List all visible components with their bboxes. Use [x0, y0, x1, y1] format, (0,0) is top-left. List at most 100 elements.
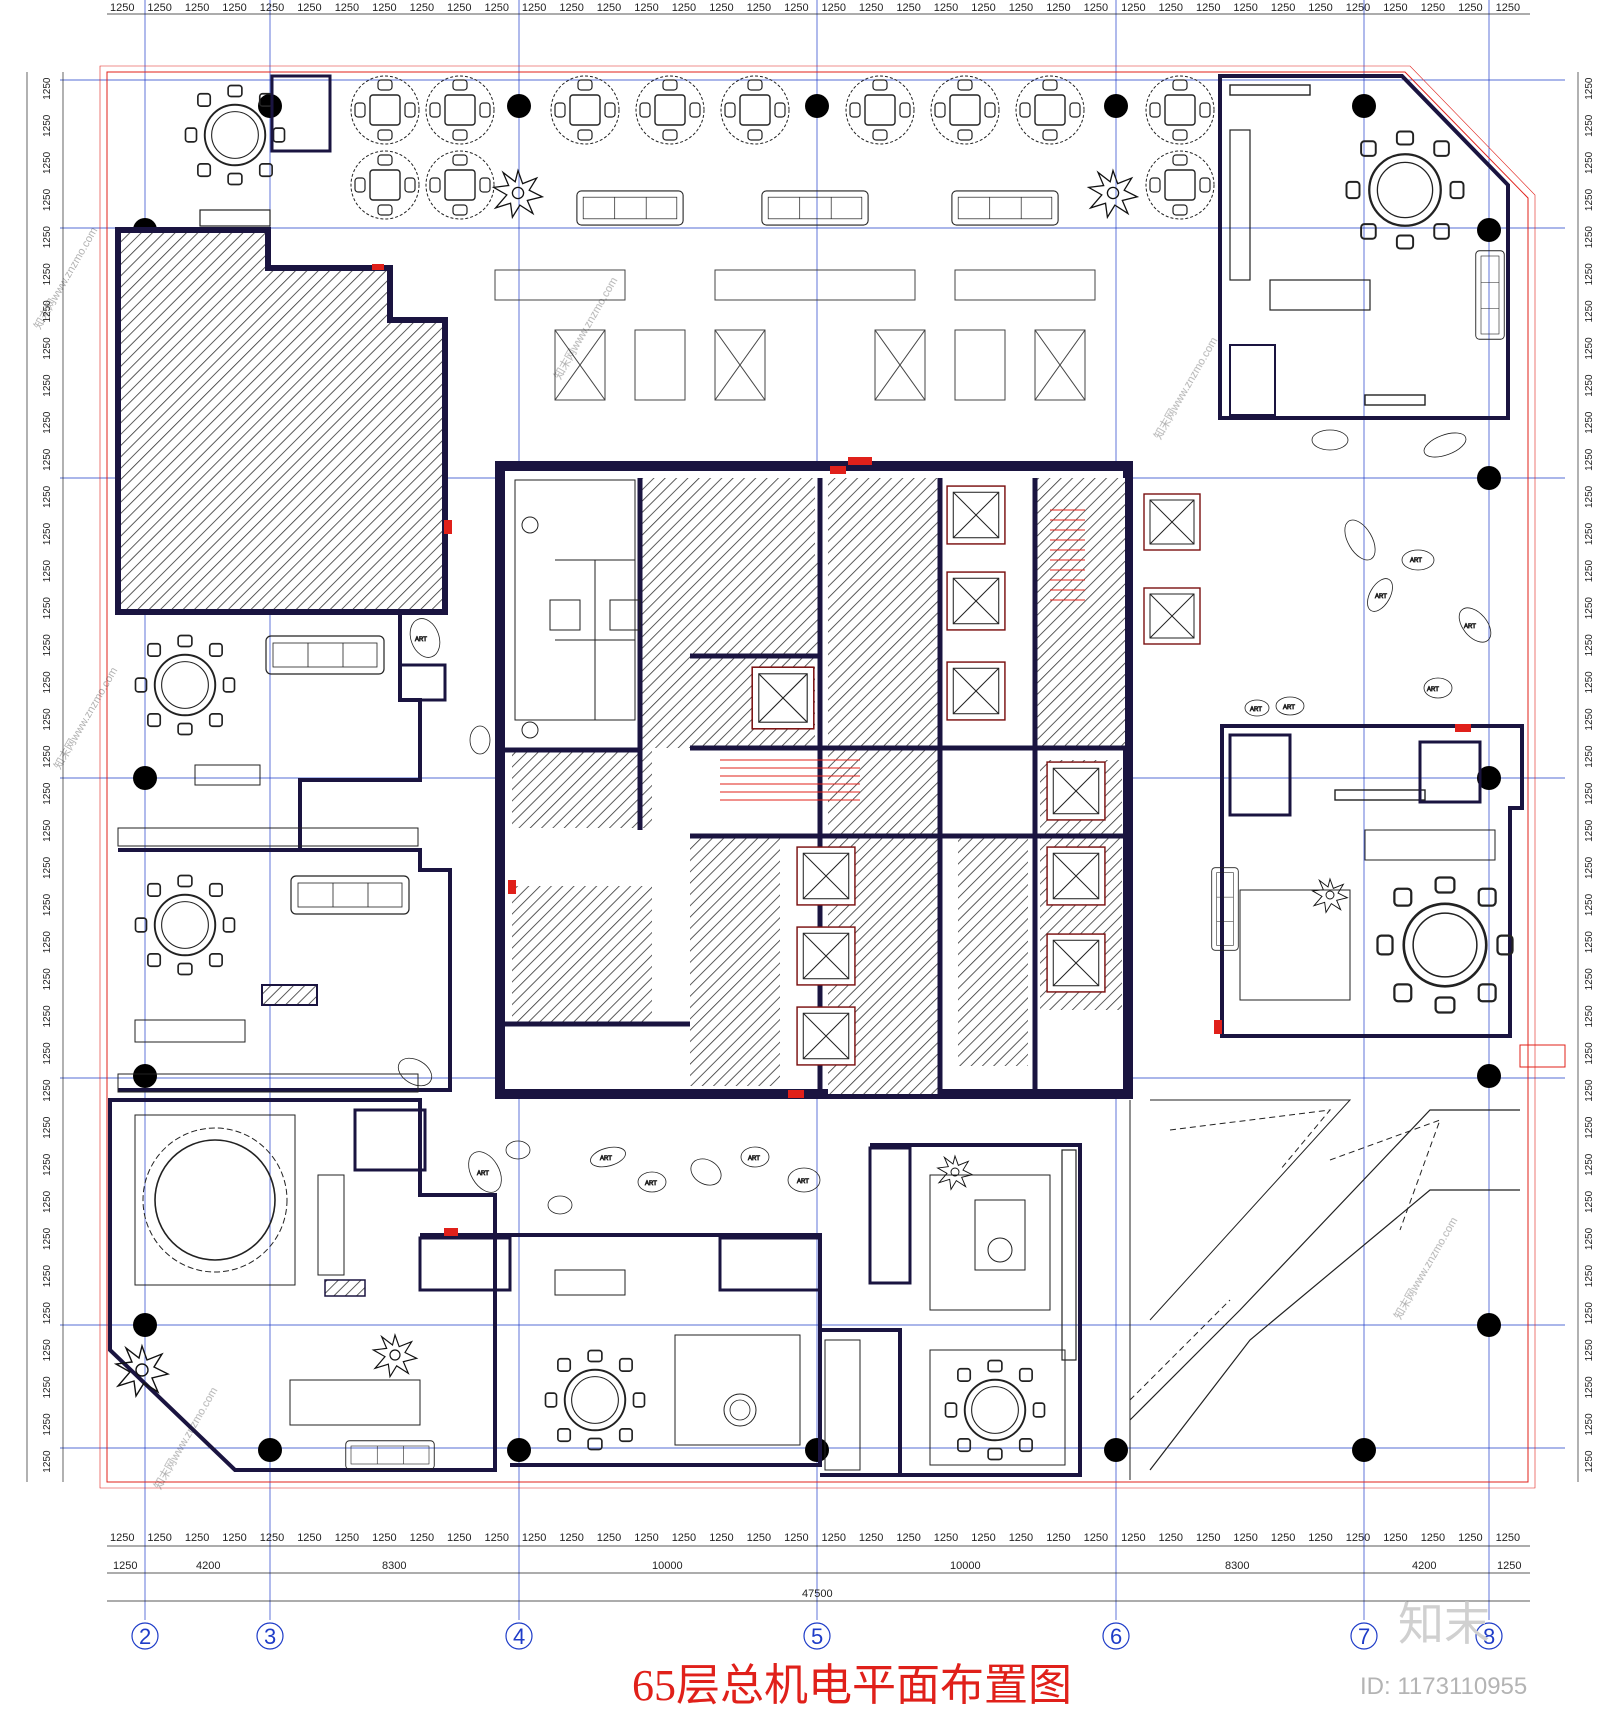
module-dimension: 1250	[42, 411, 53, 434]
module-dimension: 1250	[522, 2, 546, 14]
module-dimension: 1250	[42, 1376, 53, 1399]
module-dimension: 1250	[42, 1153, 53, 1176]
module-dimension: 1250	[1308, 2, 1332, 14]
module-dimension: 1250	[1584, 560, 1595, 583]
module-dimension: 1250	[42, 226, 53, 249]
module-dimension: 1250	[1233, 2, 1257, 14]
module-dimension: 1250	[42, 1042, 53, 1065]
module-dimension: 1250	[934, 1532, 958, 1544]
module-dimension: 1250	[1383, 1532, 1407, 1544]
module-dimension: 1250	[42, 931, 53, 954]
module-dimension: 1250	[185, 2, 209, 14]
axis-label: 2	[139, 1624, 151, 1649]
module-dimension: 1250	[42, 485, 53, 508]
module-dimension: 1250	[110, 2, 134, 14]
module-dimension: 1250	[42, 597, 53, 620]
module-dimension: 1250	[971, 1532, 995, 1544]
module-dimension: 1250	[1584, 226, 1595, 249]
module-dimension: 1250	[42, 782, 53, 805]
axis-label: 5	[811, 1624, 823, 1649]
north-dining-strip	[350, 75, 1215, 226]
art-label: ART	[1283, 705, 1295, 711]
module-dimension: 1250	[1046, 1532, 1070, 1544]
module-dimension: 1250	[1584, 114, 1595, 137]
module-dimension: 1250	[747, 1532, 771, 1544]
watermark-text: 知末网www.znzmo.com	[50, 664, 120, 771]
module-dimension: 1250	[42, 819, 53, 842]
module-dimension: 1250	[1584, 1339, 1595, 1362]
module-dimension: 1250	[485, 2, 509, 14]
module-dimension: 1250	[1196, 1532, 1220, 1544]
module-dimension: 1250	[42, 671, 53, 694]
module-dimension: 1250	[447, 2, 471, 14]
module-dimension: 1250	[672, 2, 696, 14]
module-dimension: 1250	[185, 1532, 209, 1544]
module-dimension: 1250	[42, 448, 53, 471]
building-outline	[99, 65, 1536, 1489]
module-dimension: 1250	[335, 1532, 359, 1544]
stairs	[720, 509, 1085, 801]
module-dimension: 1250	[1584, 1042, 1595, 1065]
module-dimension: 1250	[42, 968, 53, 991]
module-dimension: 1250	[372, 1532, 396, 1544]
axis-label: 3	[264, 1624, 276, 1649]
module-dimension: 1250	[1584, 1190, 1595, 1213]
axis-bubbles: 2 3 4 5 6 7 8	[131, 1622, 1503, 1650]
module-dimension: 1250	[42, 114, 53, 137]
module-dimension: 1250	[1584, 968, 1595, 991]
module-dimension: 1250	[1346, 2, 1370, 14]
east-suite	[1211, 724, 1566, 1068]
watermark-text: 知末网www.znzmo.com	[1390, 1214, 1460, 1321]
module-dimension: 1250	[896, 1532, 920, 1544]
module-dimension: 1250	[1121, 1532, 1145, 1544]
module-dimension: 1250	[1584, 1413, 1595, 1436]
bay-dimension: 1250	[1497, 1560, 1521, 1572]
module-dimension: 1250	[410, 2, 434, 14]
module-dimension: 1250	[1584, 77, 1595, 100]
module-dimension: 1250	[559, 2, 583, 14]
se-atrium-void	[1129, 1099, 1520, 1480]
module-dimension: 1250	[42, 374, 53, 397]
module-dimension: 1250	[522, 1532, 546, 1544]
module-dimension: 1250	[42, 1265, 53, 1288]
module-dimension: 1250	[42, 560, 53, 583]
module-dimension: 1250	[709, 1532, 733, 1544]
module-dimension: 1250	[1196, 2, 1220, 14]
module-dimension: 1250	[1584, 188, 1595, 211]
module-dimension: 1250	[1584, 485, 1595, 508]
art-label: ART	[1250, 707, 1262, 713]
module-dimension: 1250	[896, 2, 920, 14]
brand-mark: 知末	[1398, 1597, 1490, 1651]
module-dimension: 1250	[1046, 2, 1070, 14]
dimension-row-top: 1250 1250 1250 1250 1250 1250 1250 1250 1250 1250…	[110, 2, 1520, 14]
module-dimension: 1250	[42, 1450, 53, 1473]
module-dimension: 1250	[709, 2, 733, 14]
module-dimension: 1250	[485, 1532, 509, 1544]
module-dimension: 1250	[260, 1532, 284, 1544]
red-markers	[372, 264, 1471, 1236]
module-dimension: 1250	[1458, 2, 1482, 14]
art-label: ART	[1375, 594, 1387, 600]
module-dimension: 1250	[42, 337, 53, 360]
watermark-text: 知末网www.znzmo.com	[30, 224, 100, 331]
dimension-row-bottom-modules: 1250 1250 1250 1250 1250 1250 1250 1250 1250 1250…	[110, 1532, 1520, 1544]
left-dining-rooms	[117, 74, 452, 1093]
module-dimension: 1250	[222, 1532, 246, 1544]
module-dimension: 1250	[859, 1532, 883, 1544]
module-dimension: 1250	[297, 1532, 321, 1544]
module-dimension: 1250	[634, 2, 658, 14]
module-dimension: 1250	[447, 1532, 471, 1544]
module-dimension: 1250	[42, 151, 53, 174]
module-dimension: 1250	[784, 2, 808, 14]
module-dimension: 1250	[672, 1532, 696, 1544]
module-dimension: 1250	[1584, 1227, 1595, 1250]
module-dimension: 1250	[42, 1302, 53, 1325]
ne-suite	[1218, 74, 1510, 420]
art-label: ART	[645, 1181, 657, 1187]
art-label: ART	[600, 1156, 612, 1162]
module-dimension: 1250	[1584, 337, 1595, 360]
module-dimension: 1250	[110, 1532, 134, 1544]
module-dimension: 1250	[1496, 2, 1520, 14]
module-dimension: 1250	[42, 634, 53, 657]
